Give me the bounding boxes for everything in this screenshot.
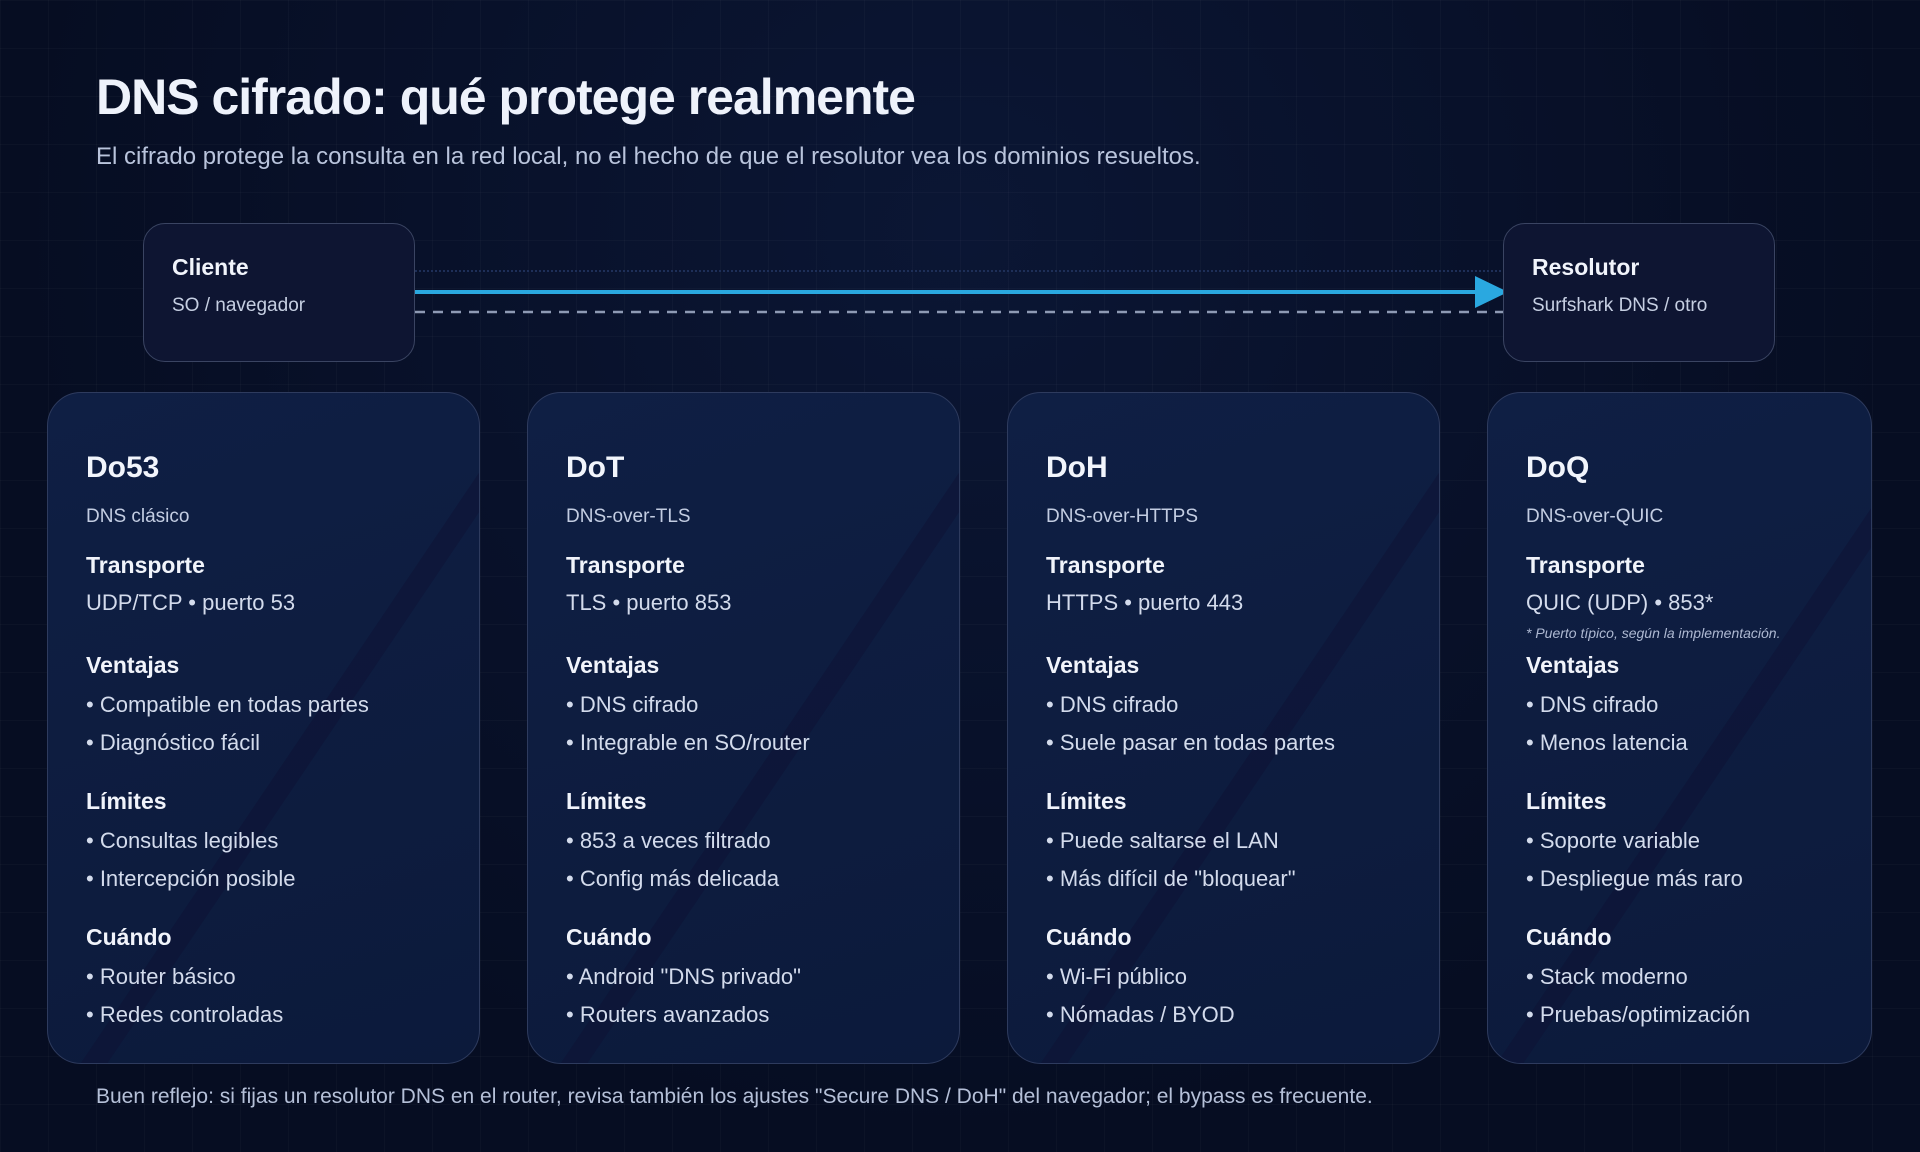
when-item: • Redes controladas <box>86 1002 284 1027</box>
protocol-card-doh: DoH DNS-over-HTTPS Transporte HTTPS • pu… <box>1007 392 1440 1064</box>
flow-arrows <box>415 270 1505 314</box>
advantage-item: • Suele pasar en todas partes <box>1046 730 1335 755</box>
page-subtitle: El cifrado protege la consulta en la red… <box>96 143 1201 170</box>
advantages-label: Ventajas <box>1046 652 1140 678</box>
transport-value: UDP/TCP • puerto 53 <box>86 590 296 615</box>
transport-label: Transporte <box>86 552 205 578</box>
advantages-label: Ventajas <box>566 652 660 678</box>
protocol-sub: DNS clásico <box>86 506 190 527</box>
protocol-sub: DNS-over-QUIC <box>1526 506 1664 527</box>
protocol-name: DoQ <box>1526 451 1590 484</box>
when-item: • Wi-Fi público <box>1046 964 1187 989</box>
advantage-item: • DNS cifrado <box>1526 692 1659 717</box>
transport-label: Transporte <box>566 552 685 578</box>
advantage-item: • Diagnóstico fácil <box>86 730 261 755</box>
client-node: Cliente SO / navegador <box>143 223 415 362</box>
when-item: • Pruebas/optimización <box>1526 1002 1751 1027</box>
limit-item: • 853 a veces filtrado <box>566 828 771 853</box>
when-label: Cuándo <box>1526 924 1612 950</box>
advantage-item: • Integrable en SO/router <box>566 730 810 755</box>
transport-value: HTTPS • puerto 443 <box>1046 590 1244 615</box>
limits-label: Límites <box>1046 788 1127 814</box>
transport-value: QUIC (UDP) • 853* <box>1526 590 1714 615</box>
protocol-card-do53: Do53 DNS clásico Transporte UDP/TCP • pu… <box>47 392 480 1064</box>
advantage-item: • DNS cifrado <box>1046 692 1179 717</box>
limit-item: • Consultas legibles <box>86 828 279 853</box>
limit-item: • Config más delicada <box>566 866 780 891</box>
page-title: DNS cifrado: qué protege realmente <box>96 69 916 125</box>
transport-value: TLS • puerto 853 <box>566 590 732 615</box>
transport-label: Transporte <box>1526 552 1645 578</box>
advantage-item: • Compatible en todas partes <box>86 692 369 717</box>
when-label: Cuándo <box>566 924 652 950</box>
limit-item: • Despliegue más raro <box>1526 866 1743 891</box>
when-item: • Stack moderno <box>1526 964 1688 989</box>
limit-item: • Intercepción posible <box>86 866 296 891</box>
protocol-name: DoH <box>1046 451 1108 484</box>
when-item: • Routers avanzados <box>566 1002 770 1027</box>
advantages-label: Ventajas <box>1526 652 1620 678</box>
limit-item: • Puede saltarse el LAN <box>1046 828 1279 853</box>
protocol-card-doq: DoQ DNS-over-QUIC Transporte QUIC (UDP) … <box>1487 392 1872 1064</box>
protocol-name: Do53 <box>86 451 160 484</box>
resolver-node: Resolutor Surfshark DNS / otro <box>1503 223 1775 362</box>
when-label: Cuándo <box>1046 924 1132 950</box>
transport-footnote: * Puerto típico, según la implementación… <box>1526 625 1781 641</box>
transport-label: Transporte <box>1046 552 1165 578</box>
when-label: Cuándo <box>86 924 172 950</box>
client-name: Cliente <box>172 254 249 280</box>
limits-label: Límites <box>1526 788 1607 814</box>
limits-label: Límites <box>86 788 167 814</box>
client-sub: SO / navegador <box>172 295 306 316</box>
protocol-card-dot: DoT DNS-over-TLS Transporte TLS • puerto… <box>527 392 960 1064</box>
advantages-label: Ventajas <box>86 652 180 678</box>
limits-label: Límites <box>566 788 647 814</box>
advantage-item: • DNS cifrado <box>566 692 699 717</box>
protocol-name: DoT <box>566 451 625 484</box>
footer-tip: Buen reflejo: si fijas un resolutor DNS … <box>96 1085 1373 1108</box>
advantage-item: • Menos latencia <box>1526 730 1688 755</box>
when-item: • Android "DNS privado" <box>566 964 801 989</box>
resolver-name: Resolutor <box>1532 254 1640 280</box>
arrowhead-icon <box>1475 276 1505 308</box>
protocol-sub: DNS-over-HTTPS <box>1046 506 1199 527</box>
when-item: • Nómadas / BYOD <box>1046 1002 1235 1027</box>
limit-item: • Más difícil de "bloquear" <box>1046 866 1296 891</box>
resolver-sub: Surfshark DNS / otro <box>1532 295 1708 316</box>
limit-item: • Soporte variable <box>1526 828 1701 853</box>
protocol-sub: DNS-over-TLS <box>566 506 691 527</box>
when-item: • Router básico <box>86 964 236 989</box>
